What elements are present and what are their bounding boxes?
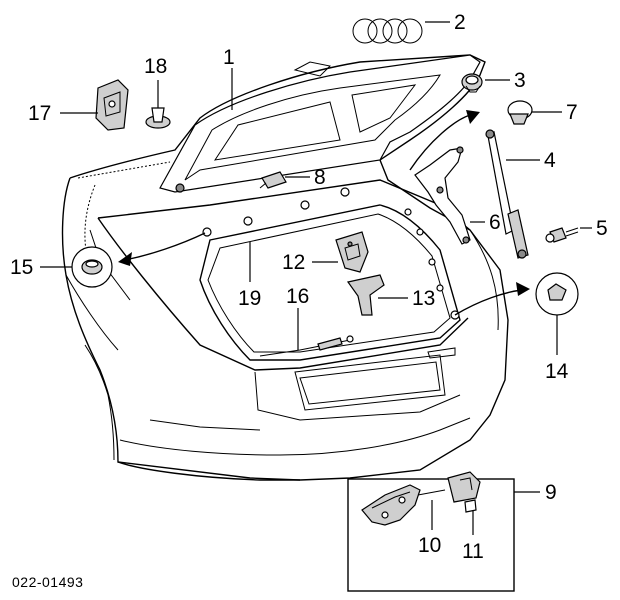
- callout-19: 19: [238, 287, 261, 310]
- clip-part-8: [259, 171, 287, 189]
- bracket-17: [95, 79, 129, 131]
- callout-3: 3: [514, 69, 526, 92]
- callout-12: 12: [282, 251, 305, 274]
- release-rod: [259, 335, 354, 357]
- callout-9: 9: [545, 481, 557, 504]
- callout-16: 16: [286, 285, 309, 308]
- callout-numbers: 1 2 3 7 4 5 6 8 9 10 11 12 13 14 15 16 1…: [10, 11, 608, 563]
- grommet-15: [71, 246, 113, 288]
- grommet-14: [535, 272, 579, 316]
- arrow-head-15: [118, 252, 132, 266]
- bumper-stop: [507, 100, 533, 125]
- callout-14: 14: [545, 360, 569, 383]
- callout-4: 4: [544, 149, 556, 172]
- push-clip: [145, 107, 171, 129]
- hinge-part: [414, 146, 471, 245]
- callout-2: 2: [454, 11, 466, 34]
- callout-18: 18: [144, 55, 167, 78]
- callout-15: 15: [10, 256, 33, 279]
- direction-arrows: [118, 110, 530, 316]
- gas-strut: [485, 129, 529, 259]
- cap-part: [461, 73, 483, 93]
- callout-13: 13: [412, 287, 435, 310]
- callout-10: 10: [418, 534, 441, 557]
- callout-1: 1: [223, 46, 235, 69]
- callout-6: 6: [489, 211, 501, 234]
- leader-lines: [40, 21, 592, 535]
- callout-17: 17: [28, 102, 51, 125]
- callout-11: 11: [462, 540, 484, 563]
- arrow-head-14: [516, 282, 530, 296]
- trim-piece: [346, 274, 385, 316]
- callout-5: 5: [596, 217, 608, 240]
- vehicle-body: [61, 54, 509, 481]
- bolt-part: [545, 227, 579, 243]
- latch-assembly-box: [347, 471, 515, 592]
- diagram-code: 022-01493: [12, 574, 83, 590]
- callout-8: 8: [314, 166, 326, 189]
- emblem-rings: [352, 18, 423, 44]
- arrow-head-3: [466, 110, 480, 124]
- latch-striker: [335, 231, 369, 273]
- callout-7: 7: [566, 101, 578, 124]
